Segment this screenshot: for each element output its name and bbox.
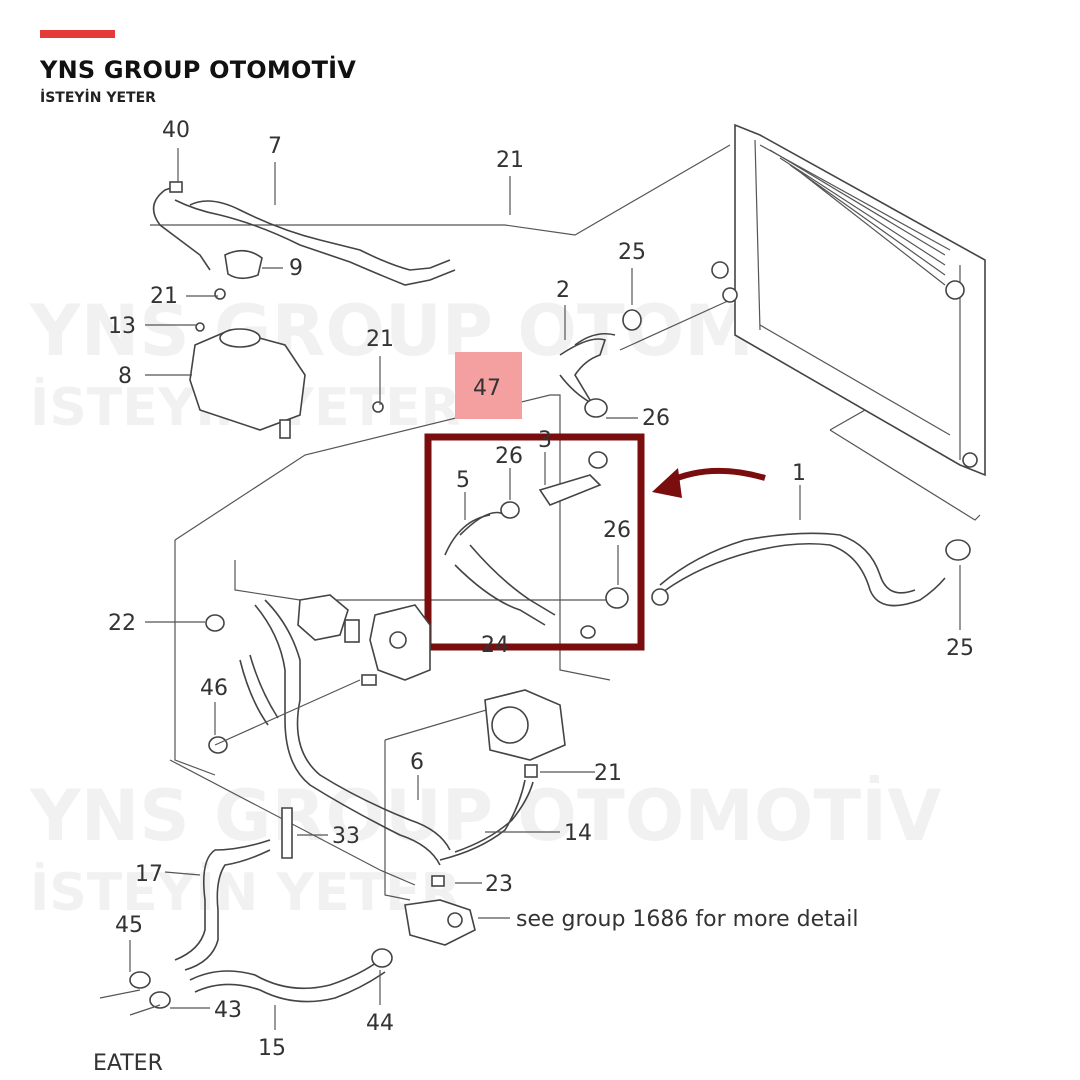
group-outlines [150, 144, 981, 901]
radiator [711, 123, 986, 477]
callout-21-throttle: 21 [594, 761, 622, 786]
callout-13: 13 [108, 314, 136, 339]
callout-9: 9 [289, 256, 303, 281]
detail-note: see group 1686 for more detail [516, 907, 858, 932]
callout-44: 44 [366, 1011, 394, 1036]
callout-7: 7 [268, 134, 282, 159]
outlet-flange [404, 875, 476, 946]
callout-45: 45 [115, 913, 143, 938]
brand-accent-bar [40, 30, 115, 38]
hose-2 [559, 309, 642, 418]
callout-21-cap: 21 [150, 284, 178, 309]
callout-17: 17 [135, 862, 163, 887]
callout-23: 23 [485, 872, 513, 897]
throttle-body [484, 689, 566, 778]
brand-subtitle: İSTEYİN YETER [40, 90, 156, 106]
hose-17-15 [129, 839, 393, 1009]
callout-43: 43 [214, 998, 242, 1023]
leader-lines [99, 148, 961, 1030]
callout-8: 8 [118, 364, 132, 389]
callout-26-right: 26 [603, 518, 631, 543]
hose-1 [651, 532, 971, 607]
callout-26-left: 26 [495, 444, 523, 469]
callout-2: 2 [556, 278, 570, 303]
callout-14: 14 [564, 821, 592, 846]
callout-47: 47 [473, 376, 501, 401]
callout-25-bottom: 25 [946, 636, 974, 661]
coolant-reservoir [189, 249, 384, 439]
callout-46: 46 [200, 676, 228, 701]
callout-labels: 40 7 21 9 21 13 8 21 25 2 26 3 26 5 26 1… [108, 118, 974, 1061]
cable-tie-33 [281, 807, 293, 859]
highlight-arrow-shaft [666, 467, 766, 485]
callout-26-upper: 26 [642, 406, 670, 431]
hose-7 [152, 181, 456, 286]
thermostat-housing [297, 594, 431, 686]
highlighted-assembly [444, 451, 629, 639]
callout-33: 33 [332, 824, 360, 849]
highlight-tag [455, 352, 522, 419]
footer-label: EATER [93, 1051, 163, 1076]
brand-title: YNS GROUP OTOMOTİV [40, 56, 357, 84]
callout-6: 6 [410, 750, 424, 775]
callout-22: 22 [108, 611, 136, 636]
watermark-line-3: YNS GROUP OTOMOTİV [29, 775, 941, 857]
hose-6-14 [254, 599, 534, 866]
callout-24: 24 [481, 633, 509, 658]
callout-1: 1 [792, 461, 806, 486]
callout-21-top: 21 [496, 148, 524, 173]
callout-5: 5 [456, 468, 470, 493]
hose-22-46 [205, 614, 361, 754]
watermark-line-4: İSTEYİN YETER [30, 862, 461, 923]
highlight-frame [424, 433, 645, 651]
callout-15: 15 [258, 1036, 286, 1061]
callout-25-top: 25 [618, 240, 646, 265]
callout-40: 40 [162, 118, 190, 143]
callout-3: 3 [538, 428, 552, 453]
callout-21-reservoir: 21 [366, 327, 394, 352]
highlight-arrow-head [652, 468, 682, 498]
